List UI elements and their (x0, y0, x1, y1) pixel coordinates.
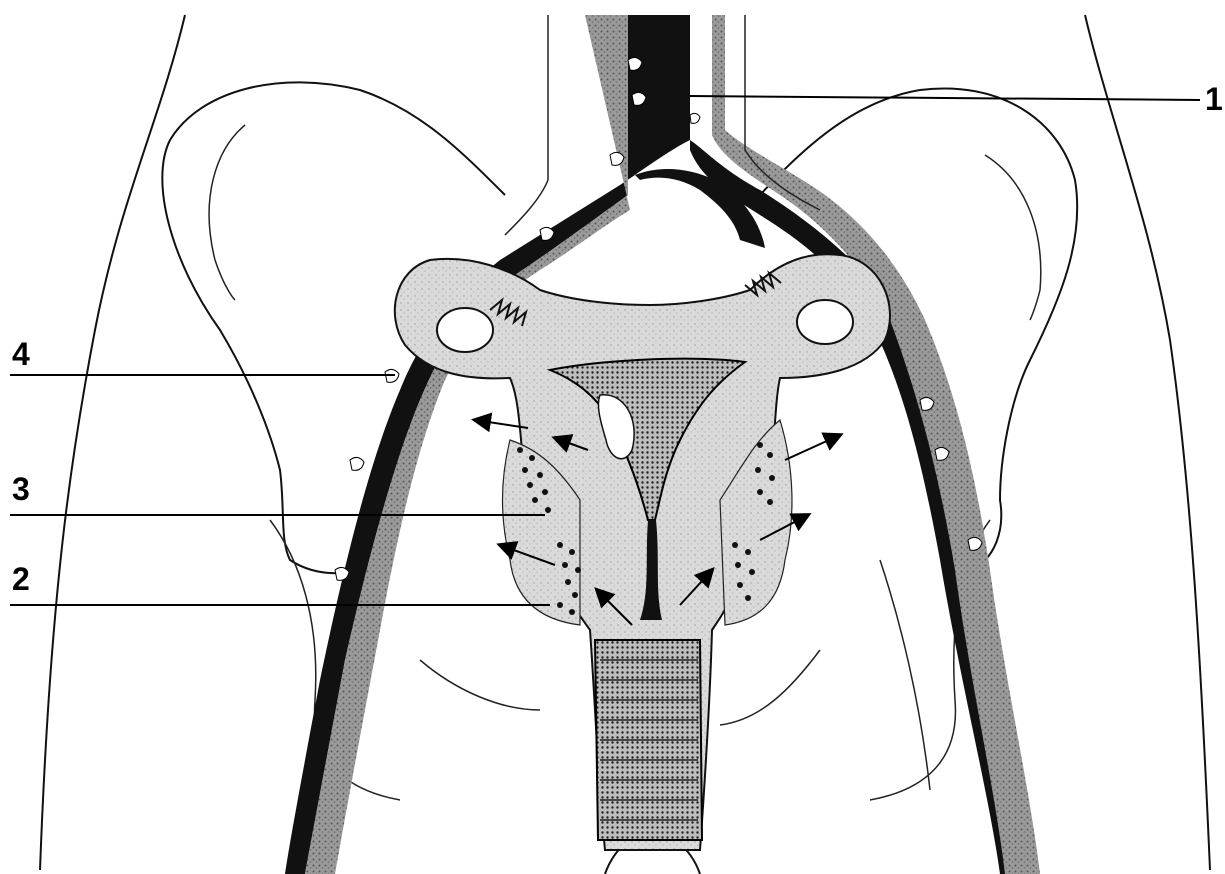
callout-label-2: 2 (12, 561, 30, 597)
callout-label-4: 4 (12, 336, 30, 372)
callout-label-3: 3 (12, 471, 30, 507)
leader-line-1 (690, 96, 1200, 100)
vagina (595, 640, 702, 840)
callout-label-1: 1 (1205, 81, 1223, 117)
